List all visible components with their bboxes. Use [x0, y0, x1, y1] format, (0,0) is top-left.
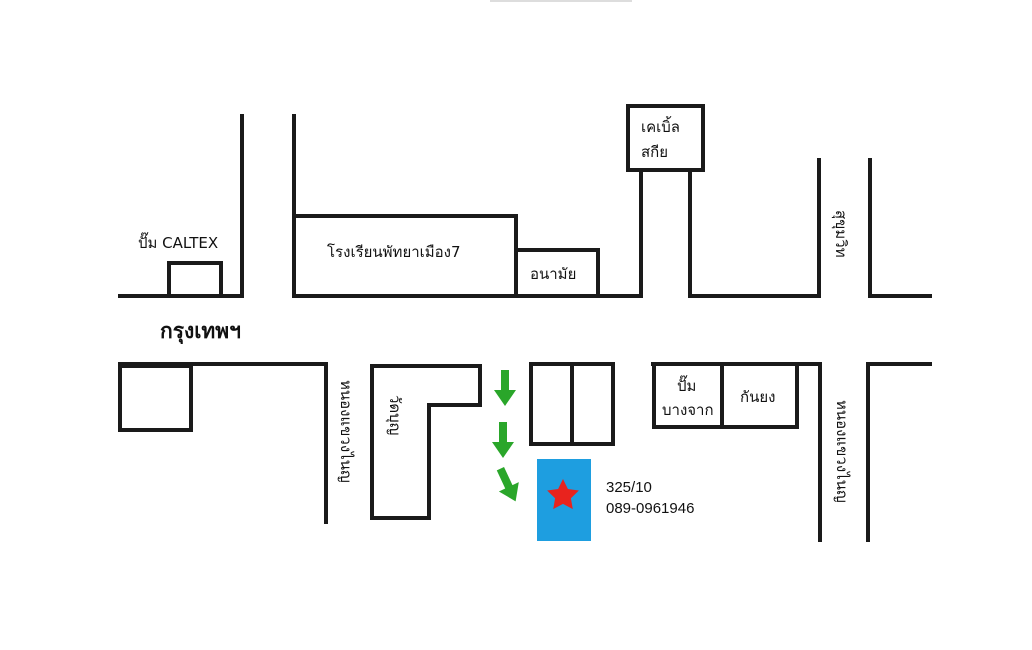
cable-tv-label-line2: สกีย	[641, 143, 668, 161]
house-number: 325/10	[606, 479, 652, 496]
arrow-down-icon	[492, 422, 514, 458]
road-edge-north-right	[688, 158, 821, 298]
phone-number: 089-0961946	[606, 500, 694, 517]
road-edge-south-far	[866, 362, 932, 542]
temple-building-box	[370, 364, 482, 520]
caltex-label: ปั๊ม CALTEX	[138, 232, 218, 252]
health-center-label: อนามัย	[530, 265, 576, 283]
caltex-station-box	[167, 261, 223, 298]
corner-building-box	[118, 364, 193, 432]
kanyong-label: กันยง	[740, 388, 775, 406]
school-label: โรงเรียนพัทยาเมือง7	[327, 243, 461, 261]
soi-right-label: หนองแขวงไนญ	[833, 400, 851, 503]
soi-left-label: หนองแขวงไนญ	[337, 380, 355, 483]
cable-tv-box	[626, 104, 705, 172]
health-center-box	[514, 248, 600, 298]
road-edge-north-left	[118, 114, 244, 298]
arrow-down-icon	[494, 370, 516, 406]
bangchak-station-box	[652, 362, 799, 429]
main-road-label: กรุงเทพฯ	[160, 319, 241, 345]
bangchak-label-line1: ปั๊ม	[677, 375, 696, 395]
star-icon	[547, 479, 579, 510]
cable-tv-label-line1: เคเบิ้ล	[641, 116, 680, 136]
soi-top-right-label: สุขุมวิท	[831, 210, 850, 258]
road-edge-north-far	[868, 158, 932, 298]
bangchak-label-line2: บางจาก	[662, 401, 714, 419]
arrow-down-icon	[496, 466, 519, 502]
temple-label: วัดบุญ	[385, 395, 404, 435]
